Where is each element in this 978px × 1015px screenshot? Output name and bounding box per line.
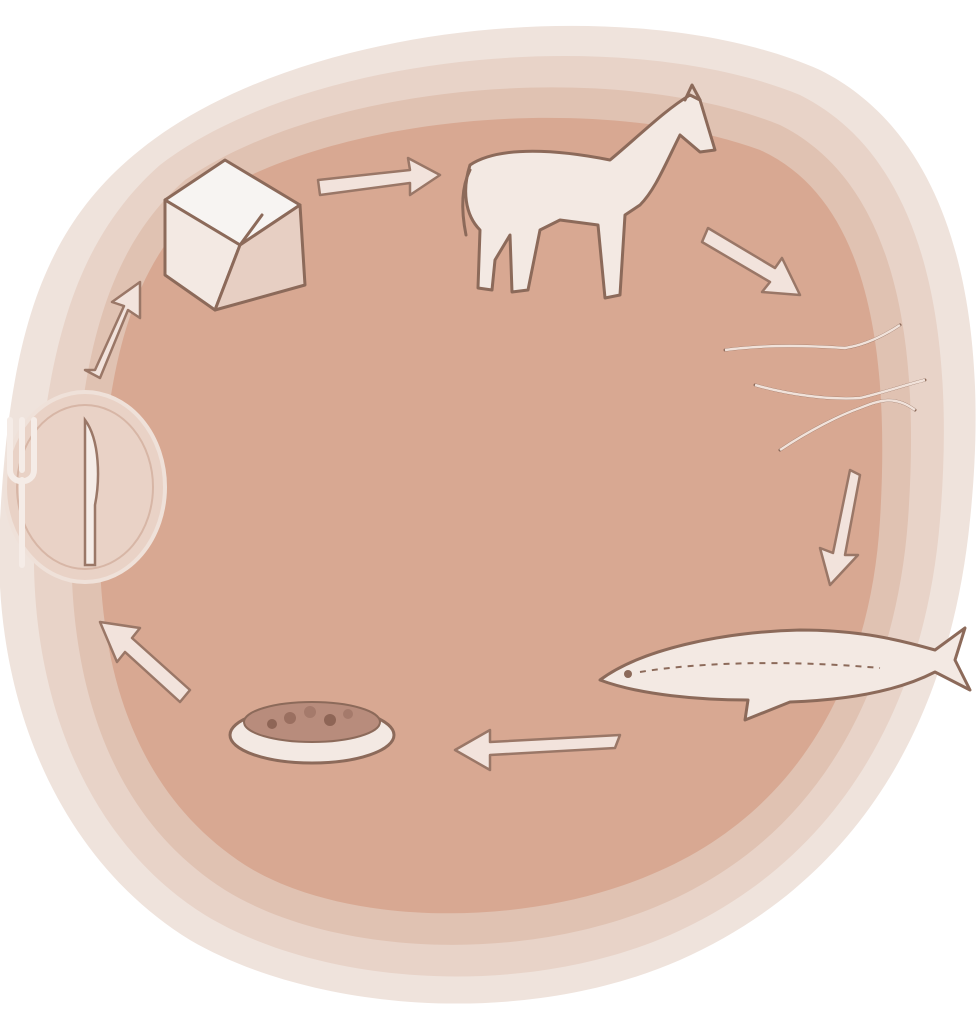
food-bowl-icon xyxy=(230,702,394,763)
plate-fork-knife-icon xyxy=(5,392,165,582)
